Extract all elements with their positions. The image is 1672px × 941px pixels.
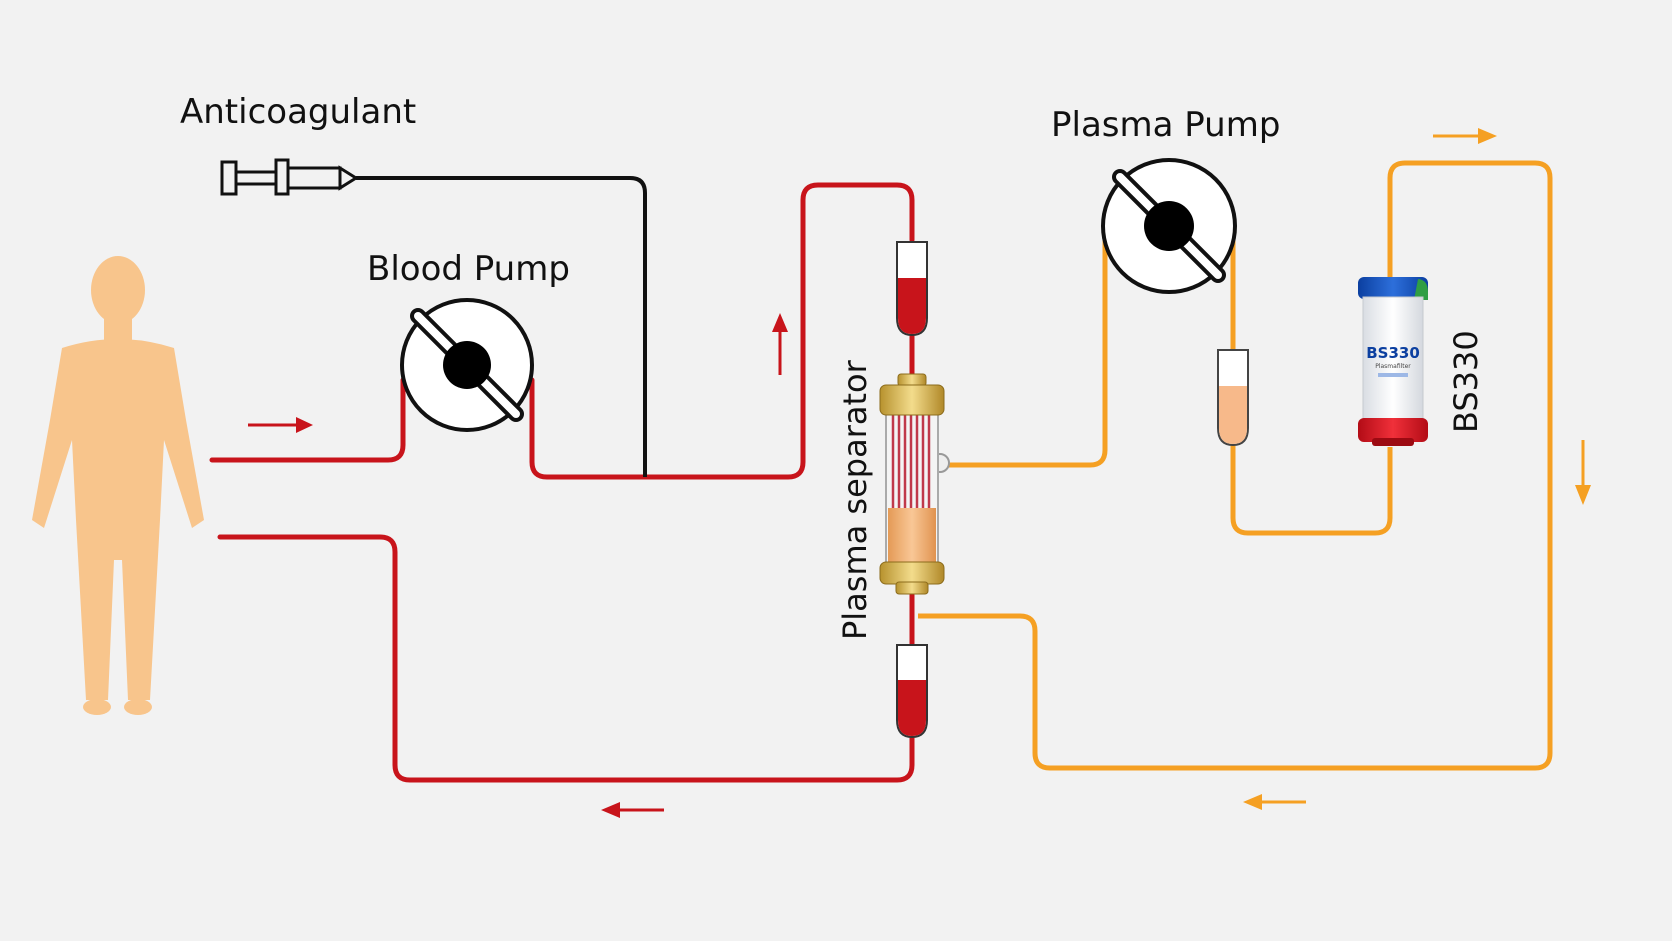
cartridge-subtitle-text: Plasmafilter	[1375, 363, 1411, 370]
arrow-right-icon	[248, 417, 313, 433]
arrow-right-icon	[1433, 128, 1497, 144]
arterial-line	[209, 377, 406, 463]
arterial-drip-chamber	[896, 241, 928, 337]
arrow-left-icon	[601, 802, 664, 818]
anticoagulant-line	[356, 176, 647, 477]
plasma-outlet-line	[942, 240, 1108, 468]
venous-drip-chamber	[896, 644, 928, 739]
patient-figure	[32, 256, 204, 715]
plasma-to-adsorber-line	[1230, 445, 1393, 536]
plasma-tubing	[918, 160, 1553, 771]
blood-flow-arrows	[248, 313, 788, 818]
anticoagulant-syringe-icon	[220, 158, 359, 196]
plasma-separator-label: Plasma separator	[836, 359, 874, 640]
adsorber-outlet-loop	[918, 160, 1553, 771]
blood-pump-icon	[400, 298, 534, 432]
arrow-left-icon	[1243, 794, 1306, 810]
cartridge-brand-text: BS330	[1366, 344, 1420, 362]
bs330-label: BS330	[1447, 330, 1485, 433]
separator-fibers	[891, 408, 931, 508]
plasma-pump-label: Plasma Pump	[1051, 105, 1280, 145]
bs330-adsorber-cartridge: BS330 Plasmafilter	[1358, 277, 1428, 446]
venous-return-line	[217, 534, 915, 783]
blood-tubing	[209, 182, 915, 783]
anticoagulant-label: Anticoagulant	[180, 92, 416, 132]
plasma-pump-icon	[1101, 158, 1237, 294]
arrow-down-icon	[1575, 440, 1591, 505]
plasma-separator	[879, 373, 950, 595]
blood-pump-outlet-line	[529, 182, 915, 480]
cartridge-label-strip	[1378, 373, 1408, 377]
plasma-drip-chamber	[1217, 349, 1249, 447]
arrow-up-icon	[772, 313, 788, 375]
plasma-flow-arrows	[1243, 128, 1591, 810]
blood-pump-label: Blood Pump	[367, 249, 570, 289]
